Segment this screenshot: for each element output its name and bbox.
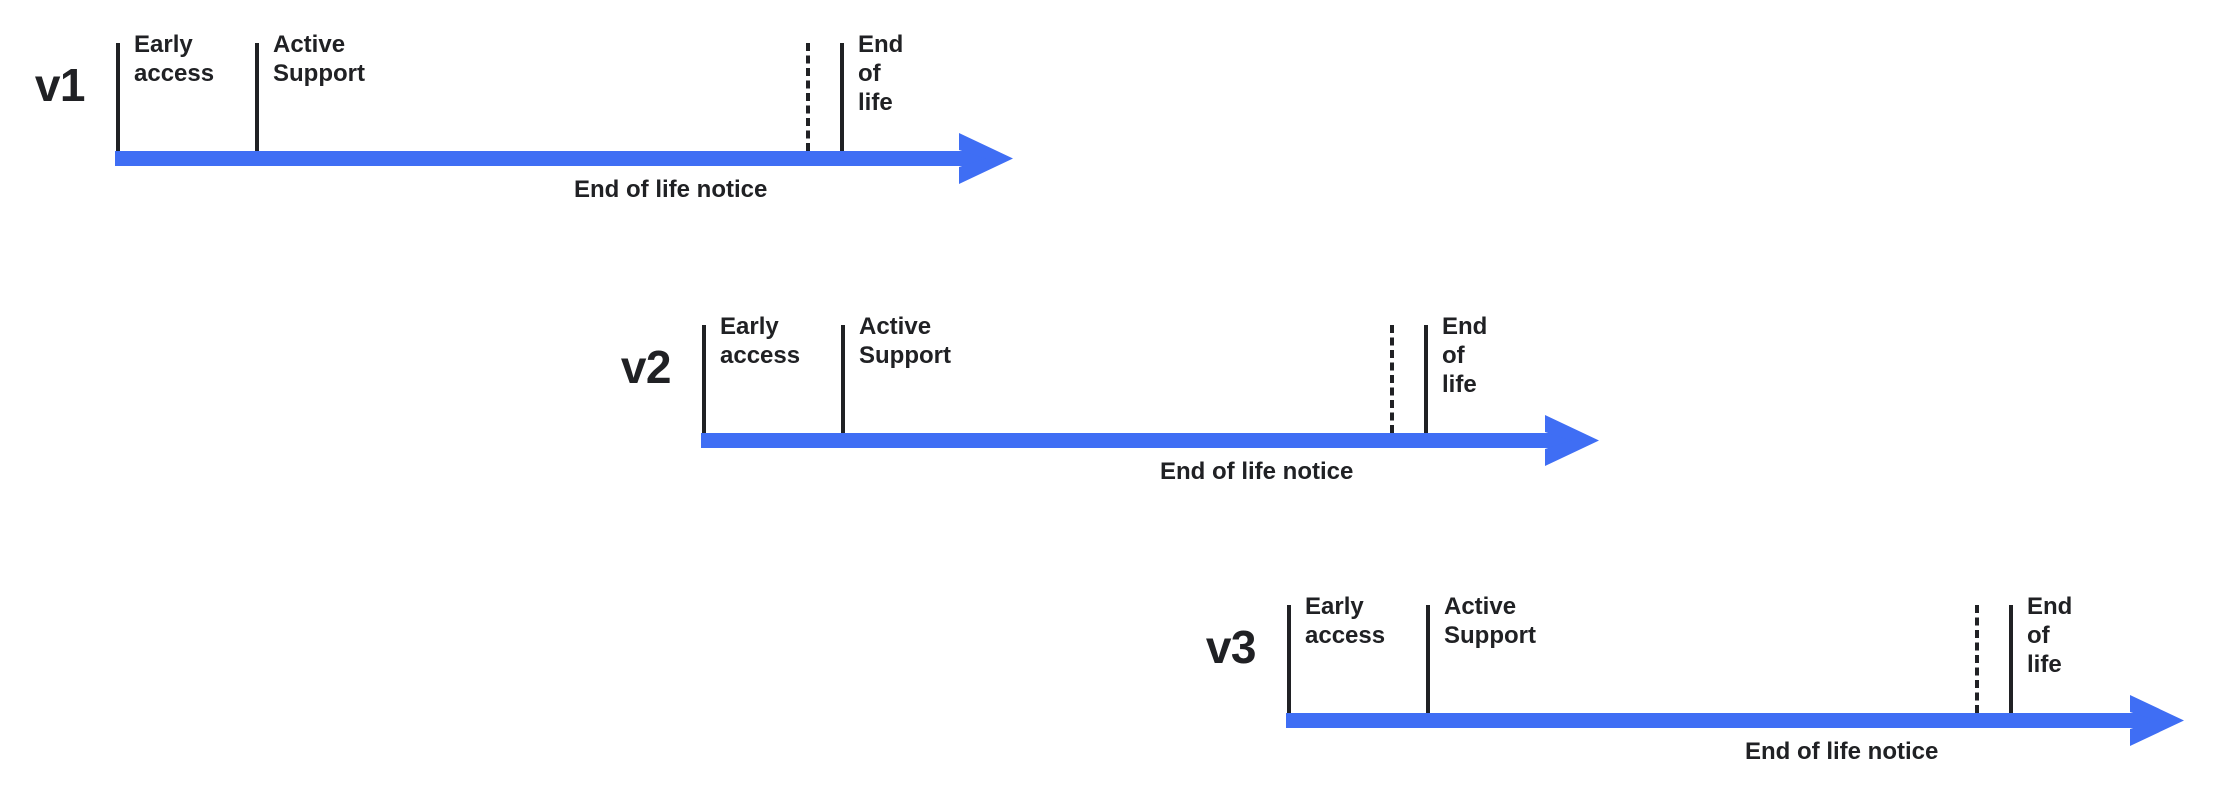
end-of-life-notice-label-v3: End of life notice xyxy=(1745,738,1939,765)
segment-label-end-of-life-v2: End of life xyxy=(1442,313,1488,398)
divider-active-support-start-v2 xyxy=(841,325,845,433)
divider-end-of-life-start-v3 xyxy=(2009,605,2013,713)
segment-label-active-support-v1: Active Support xyxy=(273,31,365,87)
version-label-v3: v3 xyxy=(1205,621,1257,673)
divider-end-of-life-start-v1 xyxy=(840,43,844,151)
end-of-life-notice-label-v1: End of life notice xyxy=(574,176,768,203)
divider-early-access-start-v1 xyxy=(116,43,120,151)
divider-early-access-start-v2 xyxy=(702,325,706,433)
divider-end-of-life-start-v2 xyxy=(1424,325,1428,433)
divider-end-of-life-notice-v2 xyxy=(1390,325,1394,433)
segment-label-active-support-v3: Active Support xyxy=(1444,593,1536,649)
divider-active-support-start-v1 xyxy=(255,43,259,151)
divider-early-access-start-v3 xyxy=(1287,605,1291,713)
version-label-v1: v1 xyxy=(34,59,86,111)
segment-label-active-support-v2: Active Support xyxy=(859,313,951,369)
divider-end-of-life-notice-v3 xyxy=(1975,605,1979,713)
segment-label-early-access-v2: Early access xyxy=(720,313,801,369)
segment-label-end-of-life-v1: End of life xyxy=(858,31,904,116)
version-label-v2: v2 xyxy=(620,341,672,393)
segment-label-early-access-v3: Early access xyxy=(1305,593,1386,649)
segment-label-end-of-life-v3: End of life xyxy=(2027,593,2073,678)
timeline-track-v3 xyxy=(1286,713,2166,728)
segment-label-early-access-v1: Early access xyxy=(134,31,215,87)
timeline-track-v2 xyxy=(701,433,1581,448)
end-of-life-notice-label-v2: End of life notice xyxy=(1160,458,1354,485)
timeline-track-v1 xyxy=(115,151,995,166)
divider-active-support-start-v3 xyxy=(1426,605,1430,713)
divider-end-of-life-notice-v1 xyxy=(806,43,810,151)
